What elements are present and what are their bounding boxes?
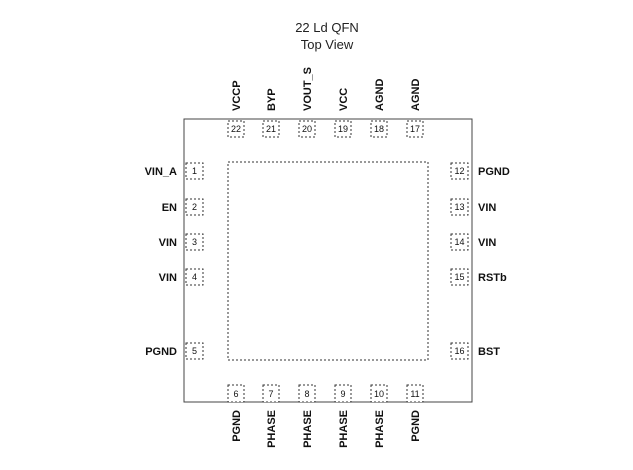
pin-name-18: AGND	[374, 79, 386, 111]
pin-number-2: 2	[192, 202, 197, 212]
pin-name-7: PHASE	[266, 410, 278, 448]
pin-number-15: 15	[454, 272, 464, 282]
pin-number-3: 3	[192, 237, 197, 247]
pin-name-11: PGND	[410, 410, 422, 442]
pin-pad-19	[334, 120, 352, 138]
pin-number-22: 22	[231, 124, 241, 134]
pin-name-20: VOUT_S	[302, 67, 314, 111]
pin-pad-6	[227, 384, 245, 403]
pin-pad-21	[262, 120, 280, 138]
pin-number-14: 14	[454, 237, 464, 247]
pin-pad-1	[185, 162, 204, 180]
pin-number-11: 11	[410, 389, 419, 399]
pin-number-9: 9	[340, 389, 345, 399]
pin-number-5: 5	[192, 346, 197, 356]
pin-pad-18	[370, 120, 388, 138]
pin-pad-20	[298, 120, 316, 138]
pin-number-8: 8	[304, 389, 309, 399]
pin-pad-4	[185, 268, 204, 286]
pin-pad-7	[262, 384, 280, 403]
exposed-pad	[227, 161, 429, 361]
pin-number-4: 4	[192, 272, 197, 282]
pin-number-18: 18	[374, 124, 384, 134]
pin-number-13: 13	[454, 202, 464, 212]
pin-name-16: BST	[478, 346, 500, 358]
pin-pad-13	[450, 198, 469, 216]
pin-number-6: 6	[233, 389, 238, 399]
pin-name-10: PHASE	[374, 410, 386, 448]
pin-name-1: VIN_A	[145, 166, 177, 178]
pin-name-2: EN	[162, 202, 177, 214]
view-label: Top View	[301, 37, 354, 52]
pin-pad-5	[185, 342, 204, 360]
package-body	[183, 118, 473, 403]
pin-pad-11	[406, 384, 424, 403]
pin-name-15: RSTb	[478, 272, 507, 284]
pin-number-17: 17	[410, 124, 420, 134]
pin-pad-8	[298, 384, 316, 403]
pin-number-12: 12	[454, 166, 464, 176]
pin-name-9: PHASE	[338, 410, 350, 448]
pin-number-7: 7	[268, 389, 273, 399]
pin-name-12: PGND	[478, 166, 510, 178]
pin-number-19: 19	[338, 124, 348, 134]
pin-pad-15	[450, 268, 469, 286]
pin-name-3: VIN	[159, 237, 177, 249]
pin-name-14: VIN	[478, 237, 496, 249]
pin-pad-10	[370, 384, 388, 403]
pin-pad-22	[227, 120, 245, 138]
pin-pad-9	[334, 384, 352, 403]
pin-name-19: VCC	[338, 88, 350, 111]
package-title: 22 Ld QFN	[295, 20, 359, 35]
pin-name-6: PGND	[231, 410, 243, 442]
pin-name-13: VIN	[478, 202, 496, 214]
pin-pad-14	[450, 233, 469, 251]
pin-number-16: 16	[454, 346, 464, 356]
pin-name-17: AGND	[410, 79, 422, 111]
pin-pad-2	[185, 198, 204, 216]
pin-pad-17	[406, 120, 424, 138]
pin-number-20: 20	[302, 124, 312, 134]
pin-name-21: BYP	[266, 88, 278, 111]
pin-name-4: VIN	[159, 272, 177, 284]
pin-pad-3	[185, 233, 204, 251]
pin-name-22: VCCP	[231, 80, 243, 111]
pin-number-21: 21	[266, 124, 276, 134]
pin-name-5: PGND	[145, 346, 177, 358]
pin-name-8: PHASE	[302, 410, 314, 448]
pin-number-1: 1	[192, 166, 197, 176]
pin-number-10: 10	[374, 389, 384, 399]
pin-pad-12	[450, 162, 469, 180]
pin-pad-16	[450, 342, 469, 360]
